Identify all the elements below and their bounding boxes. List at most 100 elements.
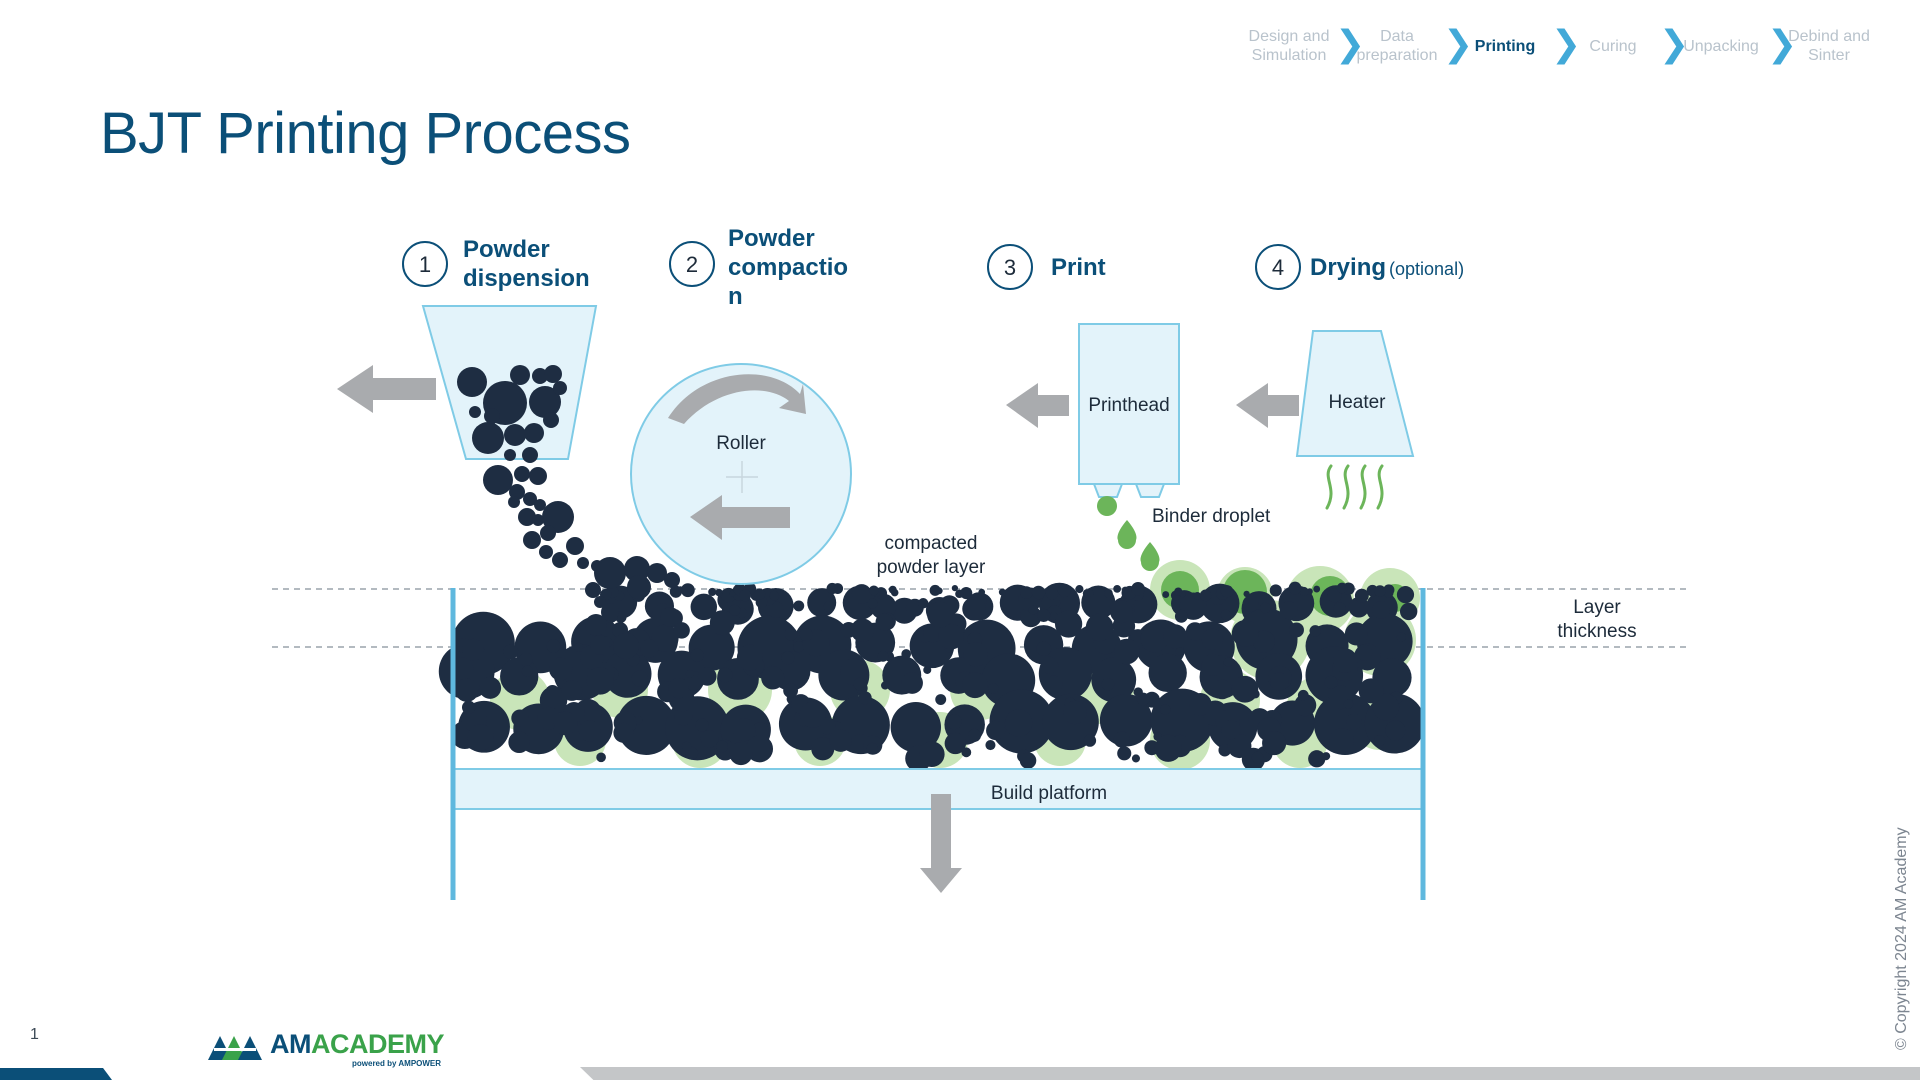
step-number: 2 bbox=[686, 252, 698, 277]
powder-particle bbox=[1344, 622, 1368, 646]
step-4: 4 Drying(optional) bbox=[1255, 244, 1464, 290]
powder-particle bbox=[729, 604, 741, 616]
powder-particle bbox=[690, 648, 704, 662]
breadcrumb-step-0[interactable]: Design and Simulation bbox=[1248, 28, 1330, 64]
powder-particle bbox=[938, 623, 964, 650]
powder-particle bbox=[1121, 586, 1129, 594]
powder-particle bbox=[1131, 754, 1141, 763]
footer-grey-bar bbox=[580, 1067, 1920, 1080]
powder-particle bbox=[986, 720, 1006, 741]
powder-particle bbox=[923, 665, 932, 674]
breadcrumb-step-3[interactable]: Curing bbox=[1589, 37, 1637, 55]
powder-particle bbox=[1159, 704, 1171, 715]
powder-particle bbox=[540, 525, 556, 541]
rotate-arrow-icon bbox=[668, 374, 806, 424]
chevron-glyph: ❯ bbox=[1659, 23, 1690, 64]
powder-particle bbox=[613, 633, 639, 659]
powder-particle bbox=[543, 412, 559, 428]
powder-particle bbox=[1385, 720, 1406, 741]
crosshair-icon bbox=[726, 461, 758, 493]
powder-particle bbox=[1140, 624, 1169, 653]
powder-particle bbox=[1037, 608, 1051, 622]
powder-particle bbox=[1101, 678, 1115, 691]
powder-particle bbox=[651, 624, 679, 652]
breadcrumb-step-5[interactable]: Debind and Sinter bbox=[1788, 28, 1870, 64]
powder-particle bbox=[668, 678, 689, 699]
powder-particle bbox=[522, 447, 538, 463]
powder-particle bbox=[483, 465, 513, 495]
powder-particle bbox=[504, 449, 516, 461]
breadcrumb-step-4[interactable]: Unpacking bbox=[1683, 37, 1759, 55]
powder-particle bbox=[1333, 602, 1346, 615]
powder-particle bbox=[901, 649, 912, 659]
hopper-particles bbox=[457, 365, 567, 463]
roller-label: Roller bbox=[716, 433, 766, 454]
powder-particle bbox=[944, 732, 967, 755]
powder-particle bbox=[697, 667, 717, 686]
printhead-nozzle-right bbox=[1134, 483, 1166, 498]
build-platform-label: Build platform bbox=[991, 783, 1107, 804]
powder-particle bbox=[1057, 583, 1072, 598]
binder-droplets bbox=[1097, 496, 1160, 571]
step-title-line1: Print bbox=[1051, 254, 1106, 281]
powder-particle bbox=[479, 676, 502, 699]
powder-particle bbox=[866, 742, 878, 755]
powder-particle bbox=[532, 514, 544, 526]
powder-particle bbox=[1212, 679, 1233, 700]
breadcrumb-step-2[interactable]: Printing bbox=[1474, 37, 1536, 55]
powder-particle bbox=[627, 575, 651, 599]
powder-particle bbox=[472, 422, 504, 454]
powder-particle bbox=[1396, 632, 1406, 642]
powder-particle bbox=[529, 386, 561, 418]
powder-particle bbox=[769, 591, 780, 601]
powder-particle bbox=[1223, 657, 1234, 667]
logo-word-am: AM bbox=[270, 1029, 312, 1059]
breadcrumb: Design and Simulation❯Data preparation❯P… bbox=[1235, 16, 1885, 76]
powder-particle bbox=[1329, 728, 1354, 753]
powder-particle bbox=[647, 563, 667, 583]
logo-word: AMACADEMY bbox=[270, 1029, 445, 1059]
powder-particle bbox=[664, 572, 680, 588]
powder-particle bbox=[826, 582, 838, 595]
powder-particle bbox=[544, 365, 562, 383]
powder-particle bbox=[695, 718, 709, 732]
powder-particle bbox=[549, 657, 573, 681]
logo-tagline: powered by AMPOWER bbox=[352, 1059, 442, 1068]
powder-particle bbox=[594, 557, 626, 589]
powder-particle bbox=[1396, 586, 1415, 604]
step-number: 3 bbox=[1004, 255, 1016, 280]
step-title-main: Drying bbox=[1310, 254, 1386, 281]
powder-particle bbox=[1004, 709, 1033, 737]
breadcrumb-step-1[interactable]: Data preparation bbox=[1356, 28, 1438, 64]
chevron-glyph: ❯ bbox=[1443, 23, 1474, 64]
powder-particle bbox=[685, 669, 695, 679]
step-number-circle bbox=[402, 241, 448, 287]
powder-particle bbox=[1259, 602, 1271, 614]
powder-particle bbox=[799, 701, 826, 728]
powder-particle bbox=[736, 644, 763, 671]
powder-particle bbox=[868, 585, 879, 596]
powder-particle bbox=[508, 496, 520, 508]
powder-particle bbox=[1189, 693, 1212, 716]
powder-particle bbox=[1110, 600, 1133, 624]
powder-particle bbox=[1220, 609, 1232, 621]
powder-particle bbox=[1113, 585, 1122, 593]
powder-particle bbox=[783, 683, 799, 698]
powder-particle bbox=[553, 711, 578, 736]
left-arrow-icon bbox=[690, 495, 790, 540]
binder-droplet bbox=[1117, 520, 1137, 549]
powder-particle bbox=[532, 368, 548, 384]
powder-particle bbox=[1028, 605, 1038, 615]
powder-particle bbox=[1174, 609, 1188, 623]
powder-particle bbox=[901, 672, 923, 694]
powder-particle bbox=[590, 635, 610, 655]
powder-particle bbox=[1063, 700, 1087, 725]
powder-particle bbox=[1193, 592, 1202, 600]
powder-particle bbox=[508, 731, 530, 754]
powder-particle bbox=[746, 735, 774, 763]
step-title-line3: n bbox=[728, 283, 743, 310]
powder-particle bbox=[793, 600, 805, 612]
powder-particle bbox=[978, 588, 986, 596]
step-1: 1 Powder dispension bbox=[402, 236, 590, 292]
powder-particle bbox=[1332, 648, 1358, 673]
